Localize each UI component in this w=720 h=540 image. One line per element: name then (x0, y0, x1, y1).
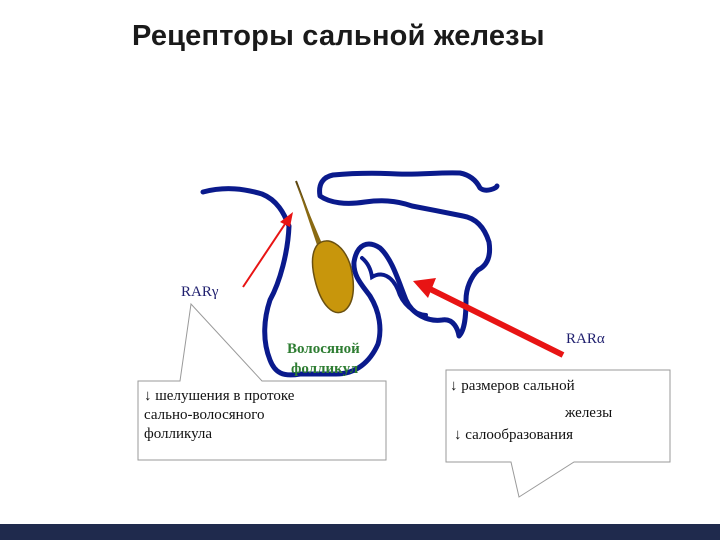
left-note-line2: сально-волосяного (144, 407, 265, 423)
left-note-line1: ↓ шелушения в протоке (144, 388, 295, 404)
rar-gamma-arrowhead (280, 212, 293, 227)
hair-bulb (311, 240, 355, 314)
hair-shaft-body (296, 182, 323, 248)
left-note-line3: фолликула (144, 426, 213, 442)
right-note-line3: ↓ салообразования (454, 427, 573, 443)
right-note-line1: ↓ размеров сальной (450, 378, 575, 394)
gland-inner-lobe (360, 256, 428, 317)
follicle-gland-outline (200, 170, 500, 378)
slide-title: Рецепторы сальной железы (132, 20, 545, 52)
sebaceous-gland-label: Сальная железа (350, 227, 444, 242)
rar-alpha-label: RARα (566, 331, 605, 347)
bottom-band (0, 524, 720, 540)
right-callout-box (445, 369, 671, 498)
right-note-line2: железы (565, 405, 613, 421)
rar-alpha-arrow (428, 286, 565, 358)
left-callout-box (137, 302, 387, 461)
rar-alpha-arrowhead (413, 278, 436, 298)
rar-gamma-arrow (242, 217, 290, 288)
hair-follicle-label-line2: фолликул (291, 361, 359, 377)
hair-follicle-label-line1: Волосяной (287, 341, 360, 357)
rar-gamma-label: RARγ (181, 284, 219, 300)
